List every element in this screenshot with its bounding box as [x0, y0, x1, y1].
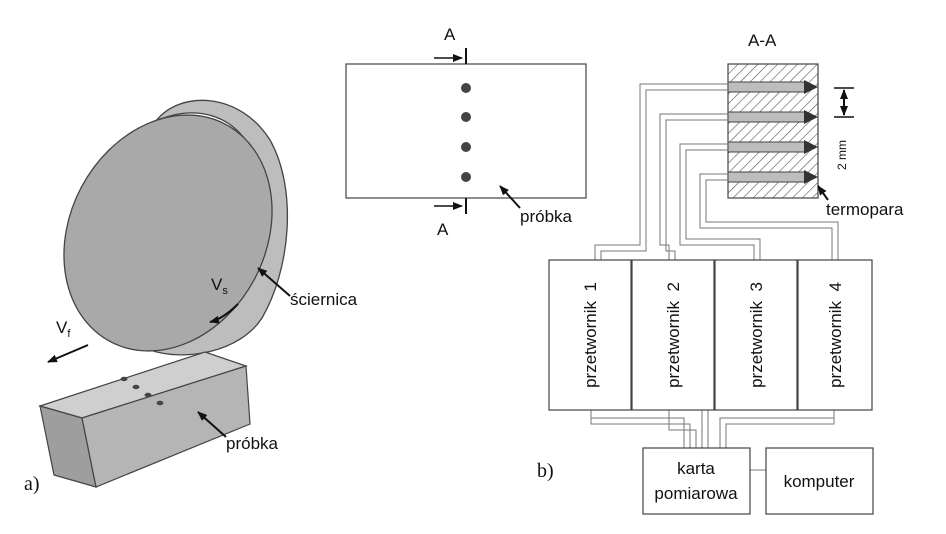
thermocouple-channel [727, 110, 818, 124]
wheel-leader-arrow [257, 267, 291, 297]
wheel-speed-label: V [211, 275, 223, 294]
wheel-label: ściernica [290, 290, 358, 309]
feed-direction-arrow [47, 344, 89, 363]
sample-top-view: A A próbka [345, 25, 587, 239]
thermocouple-channel [727, 80, 818, 94]
feed-speed-label: V [56, 318, 68, 337]
measurement-point [461, 83, 471, 93]
transducer-1: przetwornik 1 [548, 259, 632, 411]
thermocouple-label: termopara [826, 200, 904, 219]
transducer-4: przetwornik 4 [797, 259, 873, 411]
transducer-4-label: przetwornik 4 [826, 282, 845, 388]
panel-b-tag: b) [537, 460, 554, 482]
section-mark-top: A [444, 25, 456, 44]
measurement-point [461, 112, 471, 122]
svg-text:Vf: Vf [56, 318, 71, 340]
card-label-line2: pomiarowa [654, 484, 738, 503]
section-a-a: A-A 2 mm termopara [727, 31, 904, 219]
panel-a: Vs Vf ściernica próbka a) [24, 99, 358, 495]
workpiece-hole [120, 376, 128, 382]
thermocouple-channel [727, 170, 818, 184]
section-mark-bottom: A [437, 220, 449, 239]
workpiece-hole [144, 392, 152, 398]
transducer-3-label: przetwornik 3 [747, 282, 766, 388]
computer: komputer [765, 447, 874, 515]
measurement-point [461, 142, 471, 152]
svg-text:Vs: Vs [211, 275, 228, 297]
transducer-1-label: przetwornik 1 [581, 282, 600, 388]
workpiece-leader-arrow [197, 411, 227, 438]
transducer-2: przetwornik 2 [631, 259, 715, 411]
workpiece-side [81, 365, 251, 488]
transducer-3: przetwornik 3 [714, 259, 798, 411]
thermocouple-leader-arrow [817, 185, 829, 201]
measurement-point [461, 172, 471, 182]
wheel-speed-subscript: s [222, 285, 228, 297]
transducer-2-label: przetwornik 2 [664, 282, 683, 388]
computer-label: komputer [784, 472, 855, 491]
section-title: A-A [748, 31, 777, 50]
card-label-line1: karta [677, 459, 715, 478]
spacing-label: 2 mm [835, 140, 849, 170]
measurement-card: karta pomiarowa [642, 447, 751, 515]
workpiece-hole [132, 384, 140, 390]
workpiece-label: próbka [226, 434, 279, 453]
panel-a-tag: a) [24, 473, 40, 495]
sample-leader-arrow [499, 185, 521, 209]
feed-speed-subscript: f [67, 328, 71, 340]
workpiece-hole [156, 400, 164, 406]
sample-label: próbka [520, 207, 573, 226]
wheel-rotation-arrow [209, 303, 239, 324]
grinding-wheel-face [63, 114, 273, 352]
thermocouple-channel [727, 140, 818, 154]
